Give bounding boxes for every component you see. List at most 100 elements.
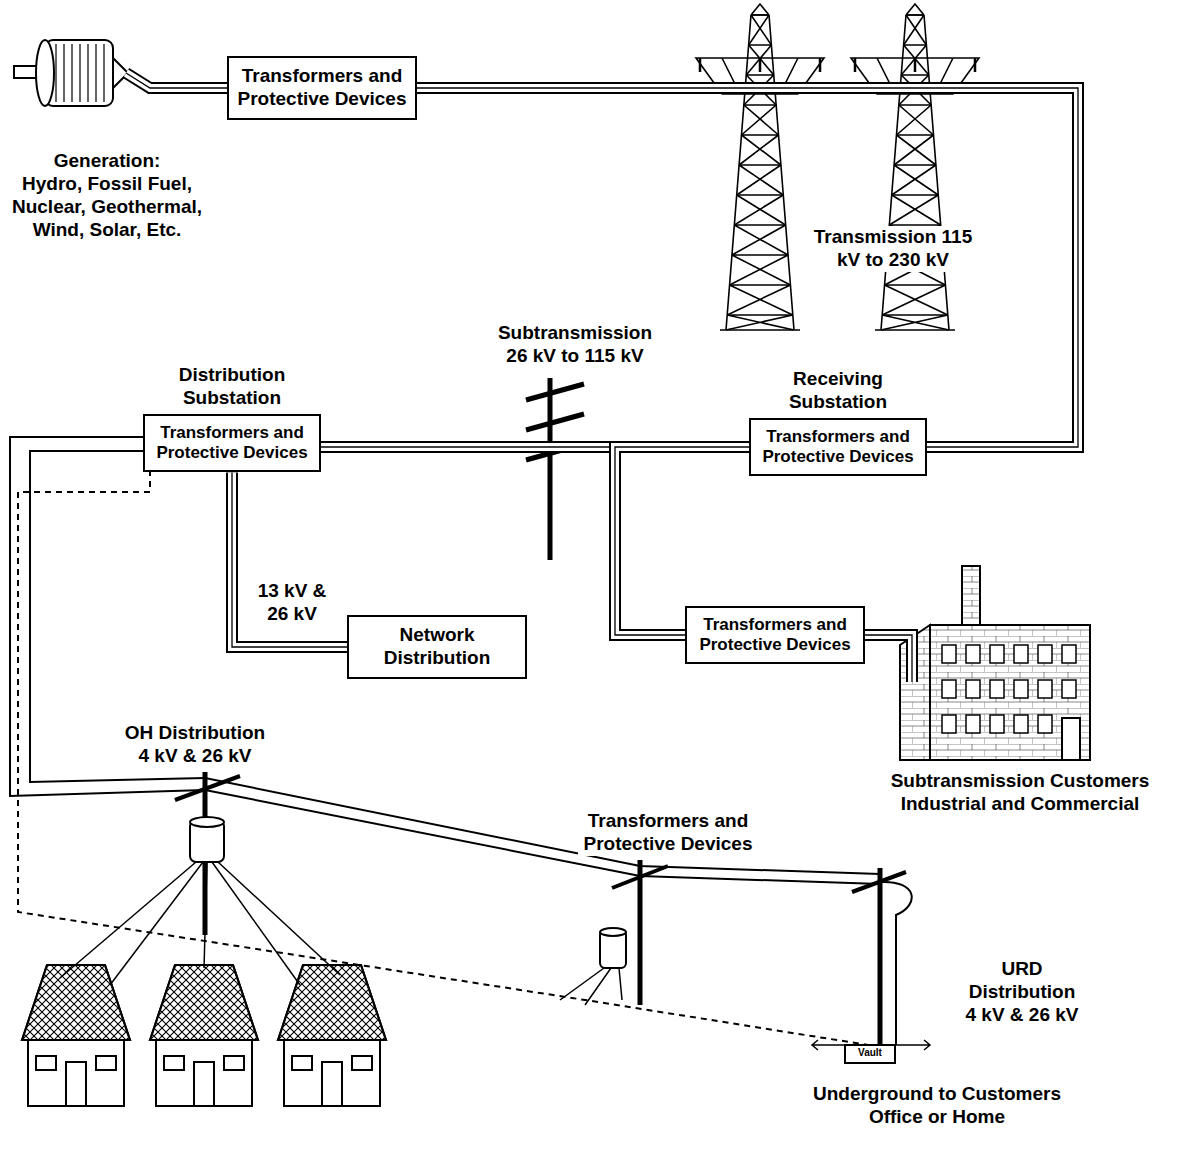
customer-label: Subtransmission Customers Industrial and… xyxy=(880,770,1160,816)
building-window xyxy=(1038,645,1052,663)
generator-fin xyxy=(55,44,56,102)
building-window xyxy=(966,680,980,698)
riser-pole xyxy=(812,868,930,1063)
overhead-wire xyxy=(205,778,880,874)
tower-lattice xyxy=(749,15,772,45)
distribution-pole xyxy=(60,772,340,985)
generation-heading: Generation: xyxy=(7,150,207,173)
power-line xyxy=(417,88,1078,447)
device-label: Transformers and Protective Devices xyxy=(578,810,758,856)
generator xyxy=(14,40,128,106)
tower-lattice xyxy=(881,315,949,330)
conductor-bundle xyxy=(232,472,347,647)
subtransmission-pole xyxy=(526,378,584,560)
tower-lattice xyxy=(730,255,791,285)
device-box: Receiving SubstationTransformers and Pro… xyxy=(749,418,927,477)
industrial-building xyxy=(962,566,980,628)
underground-cable xyxy=(18,470,868,1045)
industrial-building xyxy=(930,625,1090,760)
transmission-tower xyxy=(875,4,955,330)
distribution-pole xyxy=(638,860,643,1005)
riser-pole xyxy=(845,1045,895,1063)
voltage-label: Subtransmission 26 kV to 115 kV xyxy=(488,322,663,368)
device-box: Network Distribution xyxy=(347,615,527,679)
house xyxy=(150,965,258,1106)
vault-label: Vault xyxy=(850,1047,890,1059)
generator xyxy=(36,40,54,106)
distribution-pole xyxy=(60,862,340,985)
substation-name: Receiving Substation xyxy=(763,368,913,414)
conductor-bundle xyxy=(232,472,347,647)
conductor-bundle xyxy=(417,88,1078,447)
riser-pole xyxy=(878,868,883,1045)
industrial-building xyxy=(1062,718,1080,760)
underground-cable xyxy=(18,470,868,1045)
generator-fin xyxy=(95,44,96,102)
distribution-pole xyxy=(612,866,668,888)
tower-lattice xyxy=(734,195,785,225)
device-label: Transformers and Protective Devices xyxy=(153,423,311,464)
distribution-pole xyxy=(600,928,626,936)
building-window xyxy=(990,645,1004,663)
tower-lattice xyxy=(727,285,793,315)
generator-fin xyxy=(71,44,72,102)
building-window xyxy=(1014,645,1028,663)
subtransmission-pole xyxy=(548,378,553,560)
transmission-tower xyxy=(855,58,975,72)
industrial-building xyxy=(900,566,1090,760)
customer-label: Underground to Customers Office or Home xyxy=(802,1083,1072,1129)
tower-lattice xyxy=(894,135,936,165)
building-window xyxy=(990,715,1004,733)
conductor-bundle xyxy=(417,88,1078,447)
device-box: Transformers and Protective Devices xyxy=(227,56,417,120)
overhead-wire xyxy=(10,437,880,884)
device-label: Transformers and Protective Devices xyxy=(759,427,917,468)
tower-lattice xyxy=(737,165,784,195)
device-label: Transformers and Protective Devices xyxy=(237,65,407,111)
transmission-tower xyxy=(700,58,820,72)
building-window xyxy=(966,715,980,733)
riser-pole xyxy=(852,872,906,892)
transmission-tower xyxy=(851,4,979,330)
tower-lattice xyxy=(741,105,778,135)
tower-lattice xyxy=(892,165,939,195)
building-window xyxy=(1038,715,1052,733)
tower-lattice xyxy=(901,45,929,75)
building-window xyxy=(1014,680,1028,698)
device-label: Network Distribution xyxy=(357,624,517,670)
distribution-pole xyxy=(560,968,622,1005)
device-box: Distribution SubstationTransformers and … xyxy=(143,414,321,473)
generator xyxy=(45,40,113,106)
generator-fin xyxy=(63,44,64,102)
power-line xyxy=(232,472,347,647)
tower-lattice xyxy=(882,285,948,315)
device-label: Transformers and Protective Devices xyxy=(695,615,855,656)
house xyxy=(22,965,386,1106)
house xyxy=(278,965,386,1106)
conductor-bundle xyxy=(232,472,347,647)
building-window xyxy=(1038,680,1052,698)
voltage-label: OH Distribution 4 kV & 26 kV xyxy=(120,722,270,768)
building-window xyxy=(1062,645,1076,663)
substation-name: Distribution Substation xyxy=(152,364,312,410)
building-window xyxy=(1014,715,1028,733)
riser-pole xyxy=(880,882,912,1045)
transmission-tower xyxy=(696,4,824,330)
voltage-label: 13 kV & 26 kV xyxy=(252,580,332,626)
generation-sources: Hydro, Fossil Fuel, Nuclear, Geothermal,… xyxy=(7,173,207,241)
house xyxy=(22,965,130,1106)
tower-lattice xyxy=(896,105,933,135)
generator xyxy=(113,58,128,88)
generator-fin xyxy=(79,44,80,102)
tower-lattice xyxy=(904,15,927,45)
generator-fin xyxy=(103,44,104,102)
building-window xyxy=(942,645,956,663)
distribution-pole xyxy=(190,817,224,827)
building-window xyxy=(942,715,956,733)
distribution-pole xyxy=(175,776,240,800)
building-window xyxy=(990,680,1004,698)
tower-lattice xyxy=(726,315,794,330)
building-window xyxy=(1062,680,1076,698)
device-box: Transformers and Protective Devices xyxy=(685,606,865,665)
conductor-bundle xyxy=(417,88,1078,447)
